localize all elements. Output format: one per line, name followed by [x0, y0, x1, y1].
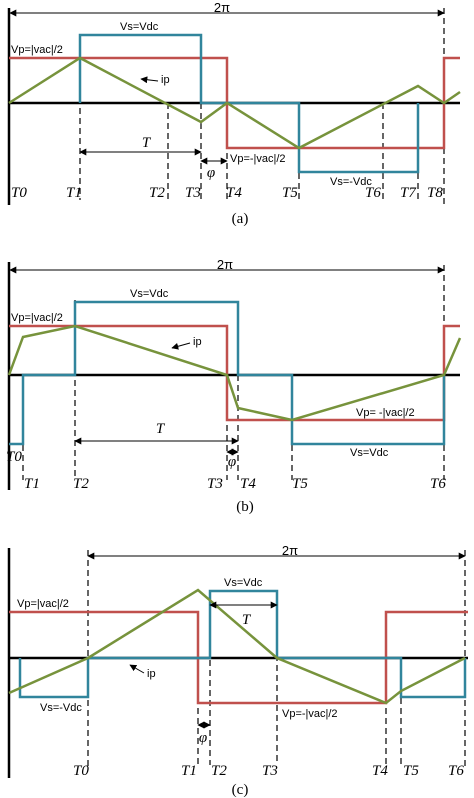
vp-pos-label: Vp=|vac|/2	[11, 44, 63, 56]
t6-label: T6	[448, 763, 464, 779]
t8-label: T8	[427, 185, 443, 201]
vp-waveform	[9, 324, 460, 422]
vp-waveform	[9, 56, 460, 150]
t0-label: T0	[73, 763, 89, 779]
t5-label: T5	[282, 185, 298, 201]
t3-label: T3	[185, 185, 201, 201]
t2-label: T2	[73, 476, 89, 492]
vp-pos-label: Vp=|vac|/2	[11, 312, 63, 324]
vp-neg-label: Vp=-|vac|/2	[230, 153, 286, 165]
ip-waveform	[7, 324, 462, 422]
vs-neg-label: Vs=-Vdc	[330, 176, 372, 188]
caption-c: (c)	[232, 782, 249, 798]
t-interval-label: T	[242, 612, 252, 628]
vs-neg-label: Vs=-Vdc	[40, 702, 82, 714]
caption-b: (b)	[236, 499, 254, 515]
t1-label: T1	[66, 185, 82, 201]
vp-neg-label: Vp=-|vac|/2	[282, 708, 338, 720]
t4-label: T4	[226, 185, 242, 201]
t2-label: T2	[211, 763, 227, 779]
vs-pos-label: Vs=Vdc	[224, 577, 263, 589]
ip-label: ip	[161, 74, 170, 86]
vs-pos-label: Vs=Vdc	[130, 288, 169, 300]
t3-label: T3	[207, 476, 223, 492]
vp-waveform	[9, 610, 468, 705]
t5-label: T5	[292, 476, 308, 492]
t7-label: T7	[400, 185, 417, 201]
t0-label: T0	[11, 185, 27, 201]
phi-label: φ	[228, 454, 236, 470]
phi-label: φ	[207, 165, 215, 181]
t4-label: T4	[240, 476, 256, 492]
t6-label: T6	[430, 476, 446, 492]
vs-waveform	[18, 589, 467, 699]
panel-b: 2π T φ Vs=Vdc Vp=|vac|/2 ip Vp= -|vac|/2…	[6, 257, 462, 515]
t4-label: T4	[372, 763, 388, 779]
ip-pointer	[171, 342, 191, 350]
vs-waveform	[9, 300, 446, 446]
ip-label: ip	[147, 668, 156, 680]
vp-pos-label: Vp=|vac|/2	[17, 598, 69, 610]
phi-label: φ	[199, 730, 207, 746]
period-label: 2π	[214, 0, 230, 15]
t-interval-label: T	[156, 421, 166, 437]
t2-label: T2	[149, 185, 165, 201]
t1-label: T1	[181, 763, 197, 779]
caption-a: (a)	[232, 211, 249, 227]
time-markers	[197, 590, 402, 765]
ip-pointer	[129, 664, 145, 674]
ip-label: ip	[193, 336, 202, 348]
panel-a: 2π T φ Vs=Vdc Vp=|vac|/2 ip Vp=-|vac|/2	[7, 0, 461, 227]
t6-label: T6	[365, 185, 381, 201]
ip-waveform	[8, 56, 461, 150]
vs-waveform	[78, 33, 420, 174]
t-interval-label: T	[142, 135, 152, 151]
t0-label: T0	[6, 449, 22, 465]
ip-waveform	[8, 588, 466, 705]
vs-neg-label: Vs=Vdc	[350, 447, 389, 459]
panel-c: 2π T φ Vs=Vdc Vp=|vac|/2 ip Vp=-|vac|/2 …	[7, 543, 468, 798]
vs-pos-label: Vs=Vdc	[120, 21, 159, 33]
t5-label: T5	[403, 763, 419, 779]
period-label: 2π	[282, 543, 298, 558]
ip-pointer	[140, 76, 159, 84]
vp-neg-label: Vp= -|vac|/2	[356, 407, 415, 419]
period-label: 2π	[217, 257, 233, 272]
t3-label: T3	[262, 763, 278, 779]
t1-label: T1	[24, 476, 40, 492]
